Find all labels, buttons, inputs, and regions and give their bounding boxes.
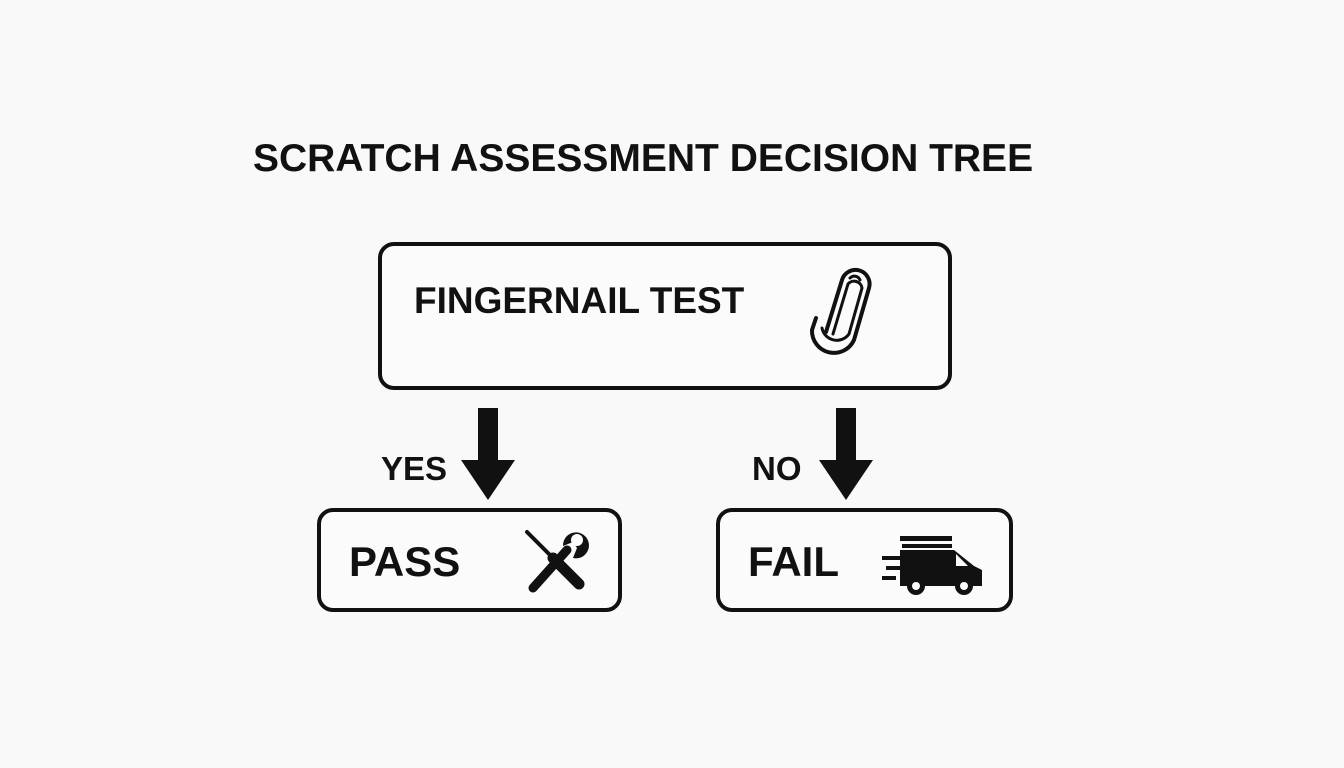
- no-arrow: [819, 408, 873, 500]
- edge-yes-label: YES: [381, 450, 448, 487]
- wrench-screwdriver-icon: [525, 530, 589, 593]
- pass-node: PASS: [317, 508, 622, 612]
- fingernail-test-label: FINGERNAIL TEST: [414, 280, 745, 321]
- fingernail-icon: [809, 267, 872, 355]
- fail-node: FAIL: [716, 508, 1013, 612]
- pass-label: PASS: [349, 538, 461, 585]
- yes-arrow: [461, 408, 515, 500]
- delivery-van-icon: [882, 536, 982, 595]
- edge-no-label: NO: [752, 450, 802, 487]
- diagram-title: SCRATCH ASSESSMENT DECISION TREE: [253, 137, 1034, 180]
- fingernail-test-node: FINGERNAIL TEST: [378, 242, 952, 390]
- fail-label: FAIL: [748, 538, 839, 585]
